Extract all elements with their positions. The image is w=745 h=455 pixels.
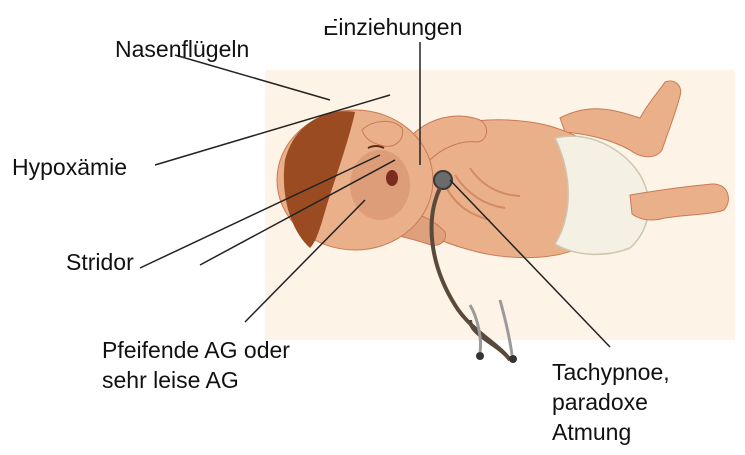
label-tachypnoe-line-2: paradoxe xyxy=(552,387,670,417)
label-pfeifende-ag-line-1: Pfeifende AG oder xyxy=(102,335,290,365)
stethoscope-chestpiece xyxy=(434,171,452,189)
label-tachypnoe-line-3: Atmung xyxy=(552,417,670,447)
infant-face-shadow xyxy=(350,150,410,220)
stethoscope-earpiece-right xyxy=(509,355,517,363)
infant-mouth xyxy=(386,170,398,186)
label-pfeifende-ag: Pfeifende AG oder sehr leise AG xyxy=(102,335,290,395)
label-tachypnoe-line-1: Tachypnoe, xyxy=(552,357,670,387)
label-einziehungen: Einziehungen xyxy=(323,12,462,42)
label-hypoxaemie: Hypoxämie xyxy=(12,152,127,182)
label-einziehungen-occlusion xyxy=(322,14,334,26)
label-tachypnoe: Tachypnoe, paradoxe Atmung xyxy=(552,357,670,447)
label-pfeifende-ag-line-2: sehr leise AG xyxy=(102,365,290,395)
stethoscope-earpiece-left xyxy=(476,352,484,360)
label-stridor: Stridor xyxy=(66,247,134,277)
label-nasenfluegeln: Nasenflügeln xyxy=(115,34,249,64)
